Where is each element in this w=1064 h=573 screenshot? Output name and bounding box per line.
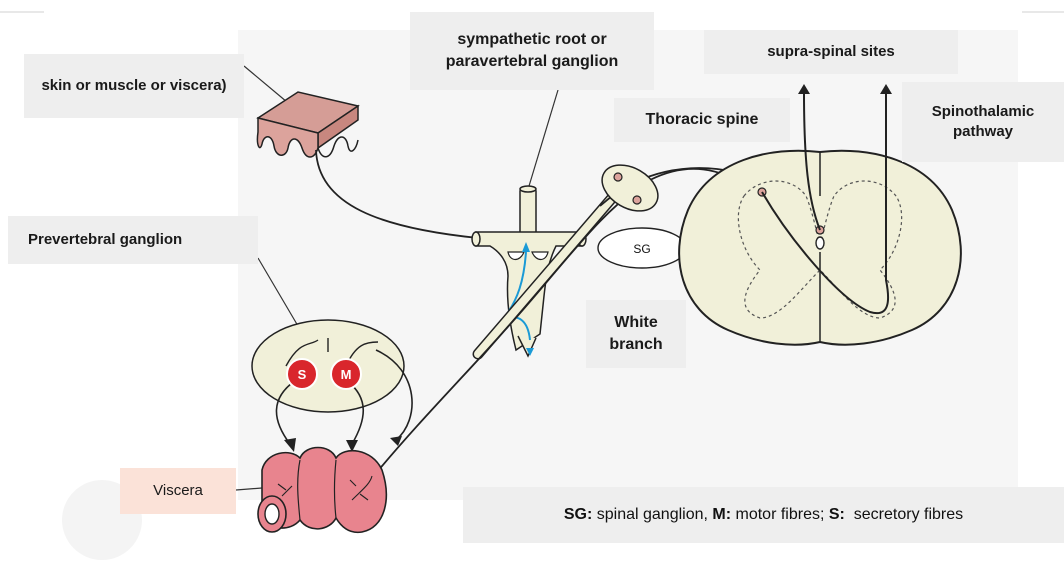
viscera-label: Viscera — [120, 468, 236, 514]
viscera-organ-icon — [258, 448, 386, 533]
supra-spinal-label: supra-spinal sites — [704, 30, 958, 74]
legend-box: SG: spinal ganglion, M: motor fibres; S:… — [463, 487, 1064, 543]
m-node-label: M — [341, 367, 352, 382]
sympathetic-root-label: sympathetic root or paravertebral gangli… — [410, 12, 654, 90]
thoracic-spine-label: Thoracic spine — [614, 98, 790, 142]
legend-sg-key: SG: — [564, 506, 592, 524]
legend-m-text: motor fibres; — [731, 506, 829, 524]
skin-label: skin or muscle or viscera) — [24, 54, 244, 118]
legend-s-text: secretory fibres — [845, 506, 963, 524]
prevertebral-label: Prevertebral ganglion — [8, 216, 258, 264]
spinothalamic-label: Spinothalamic pathway — [902, 82, 1064, 162]
white-branch-label: White branch — [586, 300, 686, 368]
legend-m-key: M: — [712, 506, 731, 524]
sg-node-label: SG — [633, 242, 650, 256]
legend-sg-text: spinal ganglion, — [592, 506, 712, 524]
s-node-label: S — [298, 367, 307, 382]
legend-s-key: S: — [829, 506, 845, 524]
